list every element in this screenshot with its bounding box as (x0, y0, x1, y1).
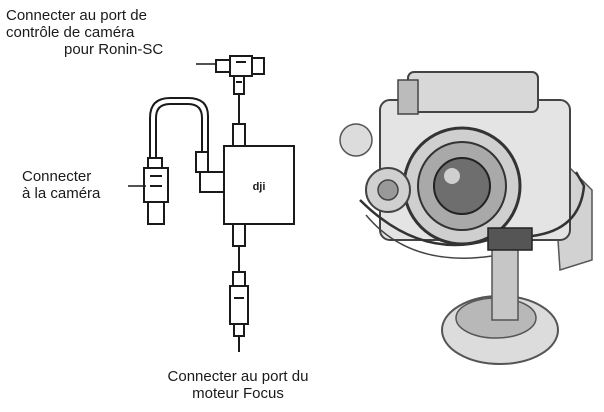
gimbal-photo (339, 71, 593, 365)
camera-control-connector (215, 55, 265, 147)
label-line: Connecter au port du (167, 368, 309, 385)
label-line: à la caméra (22, 185, 101, 202)
label-focus-motor-port: Connecter au port du moteur Focus (128, 368, 348, 402)
hub-box: dji (223, 145, 295, 225)
label-line: pour Ronin-SC (64, 41, 164, 58)
loop-cable (155, 103, 203, 158)
label-camera: Connecter à la caméra (22, 168, 100, 202)
camera-plug (143, 157, 169, 225)
svg-text:dji: dji (253, 181, 266, 193)
label-camera-control-port: Connecter au port de contrôle de caméra … (6, 7, 163, 58)
focus-motor-connector (229, 223, 249, 352)
label-line: Connecter (22, 168, 92, 185)
side-plug (195, 151, 225, 193)
label-line: Connecter au port de (6, 7, 147, 24)
label-line: moteur Focus (192, 385, 284, 402)
label-line: contrôle de caméra (6, 24, 135, 41)
